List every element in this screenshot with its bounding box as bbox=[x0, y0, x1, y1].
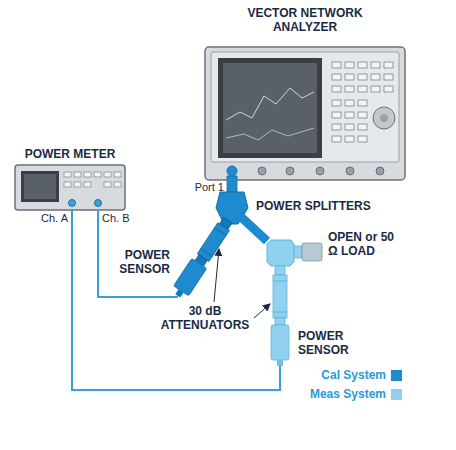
power-meter-box: POWER METER bbox=[15, 165, 125, 210]
legend-swatch bbox=[391, 389, 402, 400]
part-label: POWER SPLITTERS bbox=[256, 200, 376, 214]
power-meter-instrument bbox=[15, 165, 125, 210]
legend-row: Meas System bbox=[300, 388, 406, 402]
part-label: OPEN or 50 Ω LOAD bbox=[328, 231, 396, 259]
analyzer-instrument bbox=[205, 47, 405, 180]
leader-line bbox=[254, 304, 270, 318]
power-sensor-box: POWER SENSOR bbox=[172, 257, 208, 297]
channel-label: Ch. B bbox=[102, 212, 142, 225]
cable bbox=[72, 210, 280, 390]
cable bbox=[98, 210, 178, 297]
node-heading: POWER SENSOR bbox=[298, 330, 360, 358]
legend-text: Cal System bbox=[321, 369, 386, 383]
node-heading: POWER METER bbox=[5, 148, 135, 162]
power-sensor-box: POWER SENSOR bbox=[270, 324, 290, 366]
legend-swatch bbox=[391, 370, 402, 381]
node-heading: VECTOR NETWORK ANALYZER bbox=[225, 7, 385, 35]
legend-text: Meas System bbox=[310, 388, 386, 402]
node-heading: POWER SENSOR bbox=[112, 249, 170, 277]
channel-label: Ch. A bbox=[32, 212, 68, 225]
legend-row: Cal System bbox=[300, 369, 406, 383]
port-label: Port 1 bbox=[186, 181, 224, 194]
part-label: 30 dB ATTENUATORS bbox=[157, 305, 253, 333]
leader-line bbox=[214, 249, 219, 302]
analyzer-box: VECTOR NETWORK ANALYZER bbox=[205, 47, 405, 180]
cal-sensor-arm bbox=[170, 215, 235, 301]
